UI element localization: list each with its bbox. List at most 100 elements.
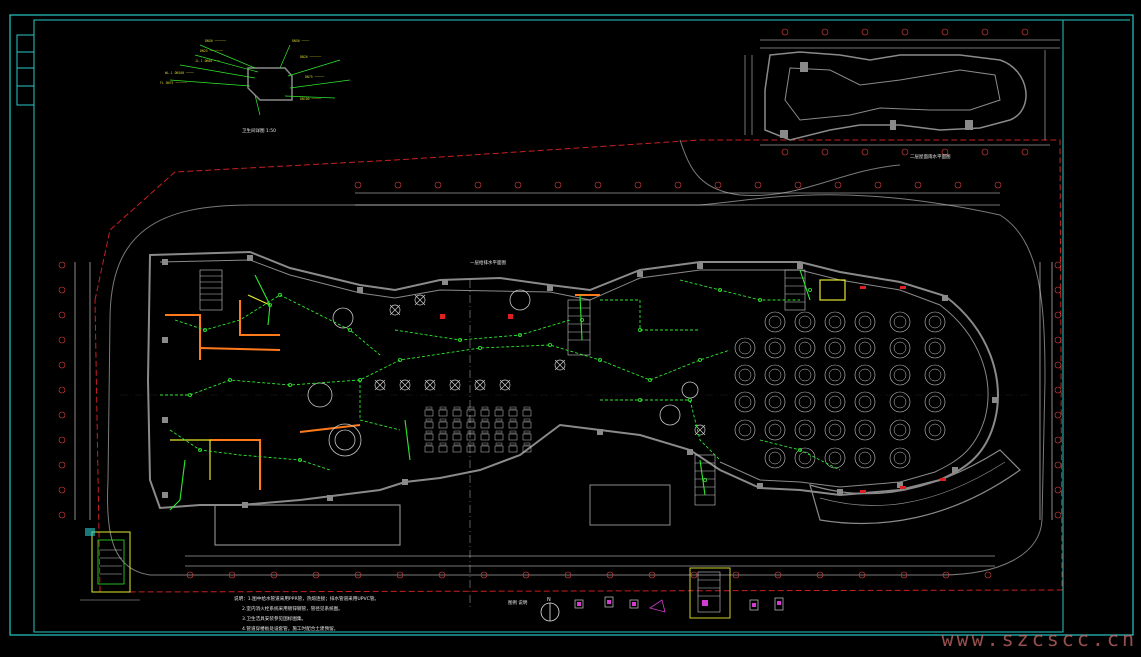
note-line-3: 3.卫生洁具安装参见国标图集。	[242, 615, 306, 622]
axis-bubble	[58, 461, 66, 469]
lounge-chair	[389, 304, 401, 316]
note-line-2: 2.室内消火栓系统采用镀锌钢管，管径见系统图。	[242, 605, 343, 612]
pipe-node	[648, 377, 653, 382]
pipe-node	[287, 382, 292, 387]
banquet-table	[889, 447, 911, 469]
pipe-node	[798, 447, 803, 452]
dining-table	[480, 406, 490, 417]
banquet-table	[794, 391, 816, 413]
axis-bubble	[981, 28, 989, 36]
axis-bubble	[1054, 311, 1062, 319]
column	[242, 502, 248, 508]
dining-table	[424, 406, 434, 417]
axis-bubble	[1054, 511, 1062, 519]
lounge-chair	[424, 379, 436, 391]
axis-bubble	[900, 571, 908, 579]
banquet-table	[924, 364, 946, 386]
partition-walls-yellow	[170, 279, 846, 480]
lobby-round-table	[307, 289, 699, 457]
axis-bubble	[874, 181, 882, 189]
north-label: N	[547, 597, 551, 603]
axis-bubble	[781, 148, 789, 156]
column	[992, 397, 998, 403]
dining-table	[438, 406, 448, 417]
pipe-node	[397, 357, 402, 362]
column	[402, 479, 408, 485]
banquet-table	[794, 337, 816, 359]
outer-frame	[9, 14, 1134, 636]
axis-bubble	[794, 181, 802, 189]
site-outline	[107, 194, 1046, 576]
svg-text:FL DN75 ──────: FL DN75 ──────	[160, 81, 187, 85]
axis-bubble	[914, 181, 922, 189]
banquet-table	[764, 364, 786, 386]
stair-4	[784, 269, 806, 311]
south-annex	[214, 504, 401, 546]
legend-block: 图例 说明 N	[508, 567, 784, 622]
pipe-node	[808, 287, 813, 292]
banquet-table	[734, 391, 756, 413]
column	[162, 492, 168, 498]
stair-1	[199, 269, 223, 311]
axis-bubble	[648, 571, 656, 579]
axis-bubble	[901, 28, 909, 36]
banquet-table	[734, 337, 756, 359]
column	[357, 287, 363, 293]
axis-bubble	[394, 181, 402, 189]
pipe-node	[267, 302, 272, 307]
left-title-block	[16, 34, 35, 106]
banquet-table	[854, 337, 876, 359]
lower-curved-band	[809, 449, 1021, 525]
banquet-table	[889, 337, 911, 359]
axis-bubble	[984, 571, 992, 579]
banquet-table	[794, 311, 816, 333]
banquet-table	[734, 364, 756, 386]
pipe-node	[347, 327, 352, 332]
axis-bubble	[634, 181, 642, 189]
axis-bubble	[58, 336, 66, 344]
axis-bubble	[754, 181, 762, 189]
pipe-node	[598, 357, 603, 362]
axis-bubble	[594, 181, 602, 189]
pipe-node	[457, 337, 462, 342]
axis-bubbles	[58, 28, 1062, 579]
column	[837, 489, 843, 495]
watermark: www.szcscc.cn	[941, 627, 1137, 651]
axis-bubble	[1054, 336, 1062, 344]
dining-table	[466, 406, 476, 417]
banquet-table	[924, 391, 946, 413]
axis-bubble	[858, 571, 866, 579]
banquet-table	[889, 364, 911, 386]
banquet-table	[854, 419, 876, 441]
dining-table	[522, 406, 532, 417]
axis-bubble	[821, 148, 829, 156]
pipe-node	[548, 342, 553, 347]
building-wall-outline	[146, 250, 999, 510]
column	[597, 429, 603, 435]
axis-bubble	[58, 486, 66, 494]
banquet-table	[824, 364, 846, 386]
axis-bubble	[474, 181, 482, 189]
column	[637, 271, 643, 277]
axis-bubble	[942, 571, 950, 579]
axis-bubble	[228, 571, 236, 579]
svg-text:DN100 ─────: DN100 ─────	[300, 97, 321, 101]
banquet-table	[794, 364, 816, 386]
dining-table	[452, 430, 462, 441]
axis-bubble	[522, 571, 530, 579]
pipe-node	[277, 292, 282, 297]
axis-bubble	[606, 571, 614, 579]
axis-bubble	[1054, 486, 1062, 494]
axis-bubble	[1054, 436, 1062, 444]
dining-table	[424, 430, 434, 441]
axis-bubble	[554, 181, 562, 189]
dining-table	[522, 418, 532, 429]
dining-table	[438, 418, 448, 429]
column	[327, 495, 333, 501]
column	[697, 263, 703, 269]
dining-table	[452, 442, 462, 453]
column	[797, 263, 803, 269]
axis-bubble	[732, 571, 740, 579]
axis-bubble	[1054, 286, 1062, 294]
